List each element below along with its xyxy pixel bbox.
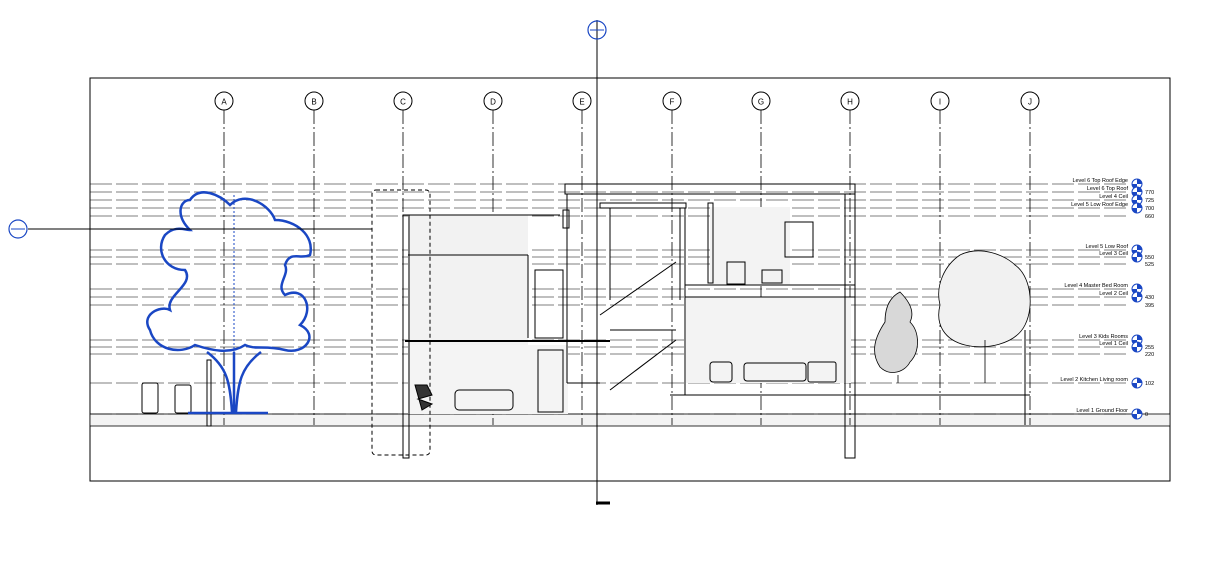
grid-label: J [1028, 98, 1032, 107]
level-head-icon[interactable] [1131, 283, 1143, 295]
section-line[interactable] [587, 20, 610, 505]
grid-label: F [670, 98, 675, 107]
ground-slab [89, 413, 1171, 427]
level-elevation: 102 [1145, 381, 1154, 387]
grid-F[interactable]: F [662, 91, 682, 425]
level-head-icon[interactable] [1131, 377, 1143, 389]
level-head-icon[interactable] [1131, 202, 1143, 214]
grid-bubble[interactable] [662, 91, 682, 111]
level-head-icon[interactable] [1131, 186, 1143, 198]
level[interactable]: Level 2 Kitchen Living room 102 [90, 377, 1154, 389]
level-name[interactable]: Level 2 Ceil [1099, 291, 1128, 297]
grid-bubble[interactable] [483, 91, 503, 111]
level-elevation: 0 [1145, 412, 1148, 418]
level-name[interactable]: Level 6 Top Roof [1087, 186, 1129, 192]
level-name[interactable]: Level 1 Ground Floor [1076, 408, 1128, 414]
grid-label: E [579, 98, 584, 107]
building-section [141, 183, 1030, 459]
level-head-icon[interactable] [1131, 341, 1143, 353]
level-elevation: 550 [1145, 255, 1154, 261]
level-name[interactable]: Level 1 Ceil [1099, 341, 1128, 347]
grid-bubble[interactable] [751, 91, 771, 111]
level-name[interactable]: Level 5 Low Roof [1086, 244, 1129, 250]
level-name[interactable]: Level 6 Top Roof Edge [1072, 178, 1128, 184]
grid-bubble[interactable] [840, 91, 860, 111]
crop-region-frame[interactable] [89, 77, 1171, 482]
level-head-icon[interactable] [1131, 291, 1143, 303]
grid-label: D [490, 98, 496, 107]
grid-bubble[interactable] [572, 91, 592, 111]
grid-label: H [847, 98, 853, 107]
grid-lines: A B C D E F G H I J [214, 91, 1040, 425]
grid-label: I [939, 98, 941, 107]
grid-label: G [758, 98, 764, 107]
grid-bubble[interactable] [930, 91, 950, 111]
level-elevation: 700 [1145, 206, 1154, 212]
level-elevation: 525 [1145, 262, 1154, 268]
tree-elements [874, 250, 1031, 383]
level-name[interactable]: Level 5 Low Roof Edge [1071, 202, 1128, 208]
grid-bubble[interactable] [304, 91, 324, 111]
level-elevation: 725 [1145, 198, 1154, 204]
level-name[interactable]: Level 4 Ceil [1099, 194, 1128, 200]
level[interactable]: 220 [90, 352, 1154, 358]
level-head-icon[interactable] [1131, 408, 1143, 420]
level-elevation: 220 [1145, 352, 1154, 358]
level-head-icon[interactable] [1131, 251, 1143, 263]
grid-bubble[interactable] [214, 91, 234, 111]
level-elevation: 395 [1145, 303, 1154, 309]
grid-B[interactable]: B [304, 91, 324, 425]
grid-label: C [400, 98, 406, 107]
grid-bubble[interactable] [1020, 91, 1040, 111]
grid-E[interactable]: E [572, 91, 592, 425]
level-elevation: 660 [1145, 214, 1154, 220]
elevation-line[interactable] [8, 219, 372, 239]
grid-J[interactable]: J [1020, 91, 1040, 425]
level[interactable]: Level 6 Top Roof 770 [90, 186, 1154, 198]
level-name[interactable]: Level 3 Ceil [1099, 251, 1128, 257]
level[interactable]: 660 [90, 214, 1154, 220]
level-name[interactable]: Level 3 Kids Rooms [1079, 334, 1128, 340]
grid-A[interactable]: A [214, 91, 234, 425]
selected-tree[interactable] [146, 191, 313, 415]
grid-I[interactable]: I [930, 91, 950, 425]
level-elevation: 255 [1145, 345, 1154, 351]
grid-label: A [221, 98, 227, 107]
level-name[interactable]: Level 4 Master Bed Room [1064, 283, 1128, 289]
grid-bubble[interactable] [393, 91, 413, 111]
level-name[interactable]: Level 2 Kitchen Living room [1060, 377, 1128, 383]
grid-H[interactable]: H [840, 91, 860, 425]
level-elevation: 770 [1145, 190, 1154, 196]
grid-label: B [311, 98, 316, 107]
level-elevation: 430 [1145, 295, 1154, 301]
